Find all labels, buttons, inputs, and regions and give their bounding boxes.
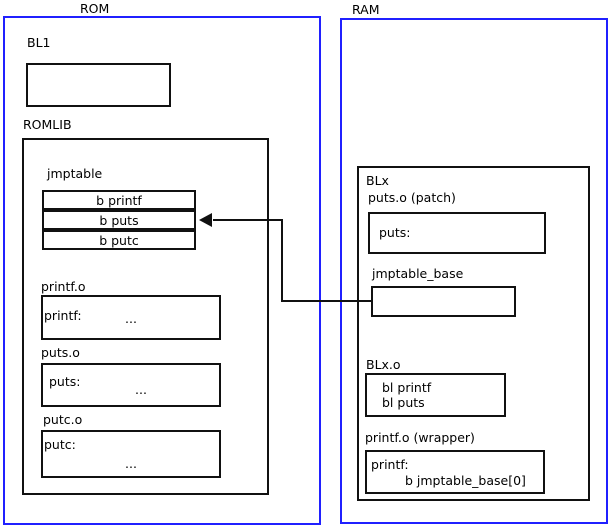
romlib-caption: ROMLIB — [23, 117, 72, 132]
bl1-body — [28, 65, 169, 73]
putc-o-box: putc: ... — [41, 430, 221, 478]
printf-o-symbol: printf: — [44, 308, 82, 323]
putc-o-symbol: putc: — [44, 437, 76, 452]
printf-o-caption: printf.o — [41, 279, 86, 294]
puts-patch-symbol: puts: — [379, 225, 411, 240]
putc-o-body: ... — [125, 456, 137, 471]
blx-o-line-1: bl puts — [382, 395, 425, 410]
puts-patch-box: puts: — [368, 212, 546, 254]
printf-wrapper-instruction: b jmptable_base[0] — [405, 473, 526, 488]
jmptable-entry-1: b puts — [42, 210, 196, 230]
connector-arrowhead — [199, 213, 212, 227]
jmptable-base-caption: jmptable_base — [372, 266, 464, 281]
jmptable-base-box — [371, 286, 516, 317]
connector-segment-vertical — [281, 219, 283, 302]
printf-o-box: printf: ... — [41, 295, 221, 340]
rom-region-label: ROM — [80, 1, 110, 16]
puts-o-body: ... — [135, 382, 147, 397]
blx-o-line-0: bl printf — [382, 380, 432, 395]
jmptable-entry-2: b putc — [42, 230, 196, 250]
bl1-box — [26, 63, 171, 107]
jmptable-caption: jmptable — [47, 166, 103, 181]
puts-patch-caption: puts.o (patch) — [368, 190, 456, 205]
blx-o-caption: BLx.o — [366, 357, 401, 372]
bl1-caption: BL1 — [27, 35, 51, 50]
printf-wrapper-symbol: printf: — [371, 457, 409, 472]
puts-o-symbol: puts: — [49, 374, 81, 389]
puts-o-caption: puts.o — [41, 345, 80, 360]
printf-wrapper-box: printf: b jmptable_base[0] — [365, 450, 545, 494]
blx-o-box: bl printf bl puts — [365, 373, 506, 417]
printf-o-body: ... — [125, 311, 137, 326]
putc-o-caption: putc.o — [43, 412, 83, 427]
printf-wrapper-caption: printf.o (wrapper) — [365, 430, 475, 445]
connector-segment-bottom — [281, 300, 372, 302]
jmptable-entry-0: b printf — [42, 190, 196, 210]
connector-segment-top — [213, 219, 283, 221]
ram-region-label: RAM — [352, 2, 380, 17]
blx-caption: BLx — [366, 173, 389, 188]
puts-o-box: puts: ... — [41, 363, 221, 407]
